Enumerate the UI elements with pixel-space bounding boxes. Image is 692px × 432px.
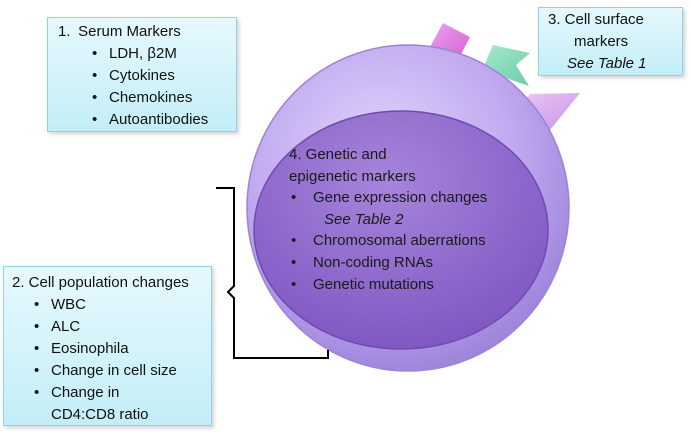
list-item: Eosinophila xyxy=(30,338,211,360)
cell-surface-title-line1: 3. Cell surface xyxy=(548,11,644,28)
list-item-continuation: CD4:CD8 ratio xyxy=(51,406,149,423)
cell-population-list: WBC ALC Eosinophila Change in cell size … xyxy=(12,294,211,426)
genetic-markers-title-line1: 4. Genetic and xyxy=(289,146,387,163)
genetic-markers-label: 4. Genetic and epigenetic markers Gene e… xyxy=(289,144,519,295)
list-item: ALC xyxy=(30,316,211,338)
list-item: Change in cell size xyxy=(30,360,211,382)
list-item: Non-coding RNAs xyxy=(289,252,519,274)
curly-brace-icon xyxy=(216,187,329,359)
see-table-1-reference: See Table 1 xyxy=(567,55,647,72)
serum-markers-number: 1. xyxy=(58,23,71,40)
serum-markers-title: 1. Serum Markers xyxy=(58,21,236,43)
cell-surface-title-line2: markers xyxy=(574,33,629,50)
serum-markers-list: LDH, β2M Cytokines Chemokines Autoantibo… xyxy=(58,43,236,131)
serum-markers-title-text: Serum Markers xyxy=(78,23,181,40)
list-item: Gene expression changes xyxy=(289,187,519,209)
cell-population-changes-box: 2. Cell population changes WBC ALC Eosin… xyxy=(3,266,212,426)
serum-markers-box: 1. Serum Markers LDH, β2M Cytokines Chem… xyxy=(47,17,237,132)
list-item: Chemokines xyxy=(88,87,236,109)
see-table-2-reference: See Table 2 xyxy=(324,210,404,228)
list-item: LDH, β2M xyxy=(88,43,236,65)
cell-surface-markers-box: 3. Cell surface markers See Table 1 xyxy=(538,7,683,76)
list-item: Cytokines xyxy=(88,65,236,87)
list-item: Autoantibodies xyxy=(88,109,236,131)
list-item: Change in xyxy=(30,382,211,404)
list-item: Chromosomal aberrations xyxy=(289,230,519,252)
list-item: Genetic mutations xyxy=(289,274,519,296)
list-item: WBC xyxy=(30,294,211,316)
genetic-markers-title-line2: epigenetic markers xyxy=(289,167,416,185)
genetic-markers-list: Gene expression changes See Table 2 Chro… xyxy=(289,187,519,295)
cell-population-title: 2. Cell population changes xyxy=(12,274,189,291)
